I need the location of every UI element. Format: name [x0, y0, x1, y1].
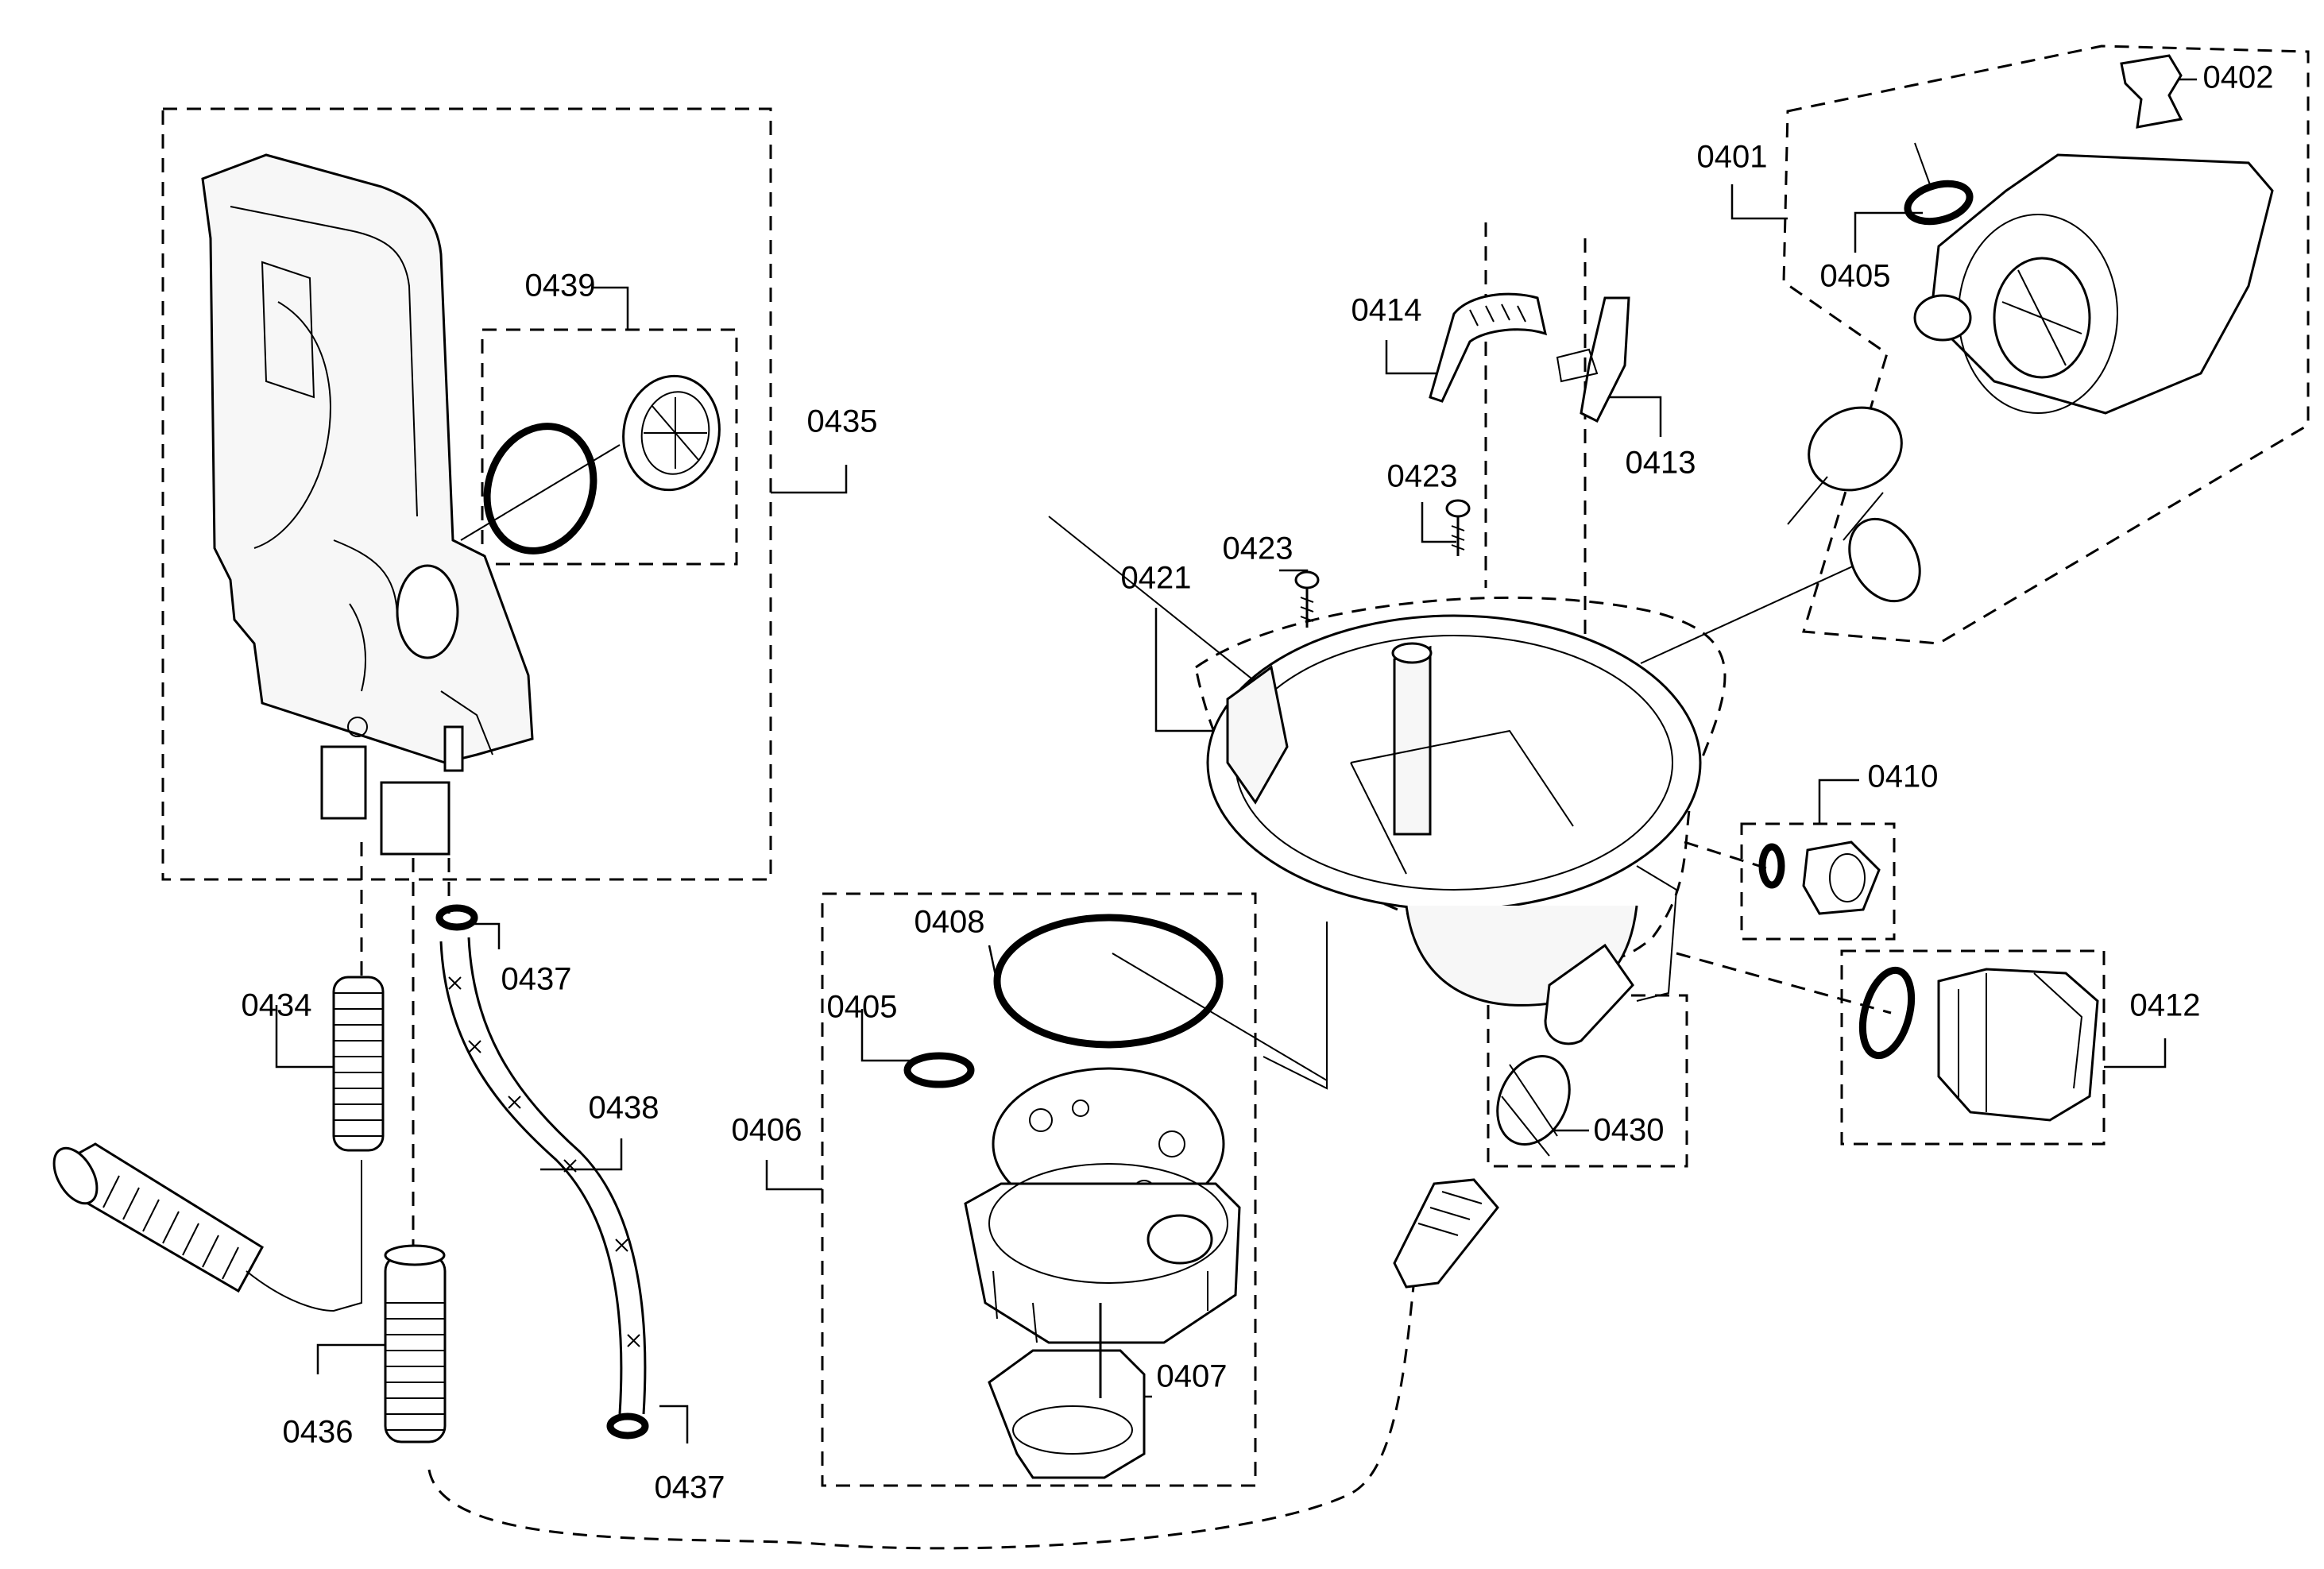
label-0405-pump: 0405: [1820, 259, 1891, 294]
leader-0435: [771, 465, 848, 494]
label-0423-upper: 0423: [1387, 459, 1458, 494]
leader-0439: [592, 286, 629, 330]
label-0439: 0439: [525, 269, 596, 303]
label-0437-lower: 0437: [655, 1470, 725, 1505]
box-0401: [1782, 44, 2310, 645]
group-boxes: [161, 44, 2310, 1487]
leader-0423b: [1421, 502, 1456, 543]
leader-0437a: [465, 922, 501, 949]
leader-0421: [1154, 608, 1228, 732]
part-0407-motor: [988, 1303, 1146, 1479]
part-0434-hose: [332, 976, 385, 1152]
label-0402: 0402: [2203, 60, 2274, 95]
label-0407: 0407: [1157, 1359, 1228, 1394]
leader-0405a: [860, 1009, 912, 1062]
box-0435: [161, 107, 772, 881]
leader-0414: [1385, 340, 1438, 375]
label-0413: 0413: [1626, 446, 1696, 481]
part-drain-adapter: [52, 1142, 362, 1312]
leader-0410: [1818, 779, 1859, 824]
connector-0410: [1684, 841, 1773, 871]
label-0430: 0430: [1594, 1113, 1665, 1148]
part-0413-latch: [1556, 296, 1630, 423]
label-0437-upper: 0437: [501, 962, 572, 997]
connector-pump: [1640, 555, 1876, 664]
label-0414: 0414: [1351, 293, 1422, 328]
leader-0412: [2104, 1038, 2167, 1069]
part-0437-clamps: [435, 904, 649, 1440]
part-0436-hose: [384, 1244, 447, 1443]
label-0401: 0401: [1697, 140, 1768, 175]
part-labels: 0401 0402 0405 0405 0406 0407 0408 0410 …: [242, 60, 2274, 1505]
box-0421: [1194, 596, 1727, 967]
box-0410: [1740, 822, 1896, 941]
part-0412-heatpump: [1858, 966, 2099, 1122]
label-0438: 0438: [589, 1091, 659, 1126]
leader-0436: [316, 1343, 385, 1374]
part-0406-housing: [903, 914, 1241, 1344]
leader-0413: [1609, 396, 1662, 437]
part-0439-cover: [483, 374, 721, 555]
label-0408: 0408: [915, 905, 985, 940]
part-0430-valve: [1496, 1055, 1571, 1157]
leader-0405b: [1854, 211, 1923, 253]
part-0410-sensor: [1758, 841, 1881, 915]
box-0412: [1840, 949, 2106, 1146]
label-0421: 0421: [1121, 561, 1192, 596]
connector-0406: [1263, 922, 1328, 1090]
label-0412: 0412: [2130, 988, 2201, 1023]
leader-0437b: [659, 1405, 689, 1443]
leader-0406: [765, 1160, 822, 1191]
part-drain-connector: [1393, 1178, 1499, 1289]
part-0414-clip: [1429, 292, 1548, 403]
label-0405-housing: 0405: [827, 990, 898, 1025]
part-0438-hose: [439, 937, 647, 1415]
label-0410: 0410: [1868, 759, 1939, 794]
part-0423-screws: [1294, 499, 1471, 628]
label-0406: 0406: [732, 1113, 802, 1148]
label-0436: 0436: [283, 1415, 354, 1450]
part-0401-pump: [1787, 54, 2274, 603]
connector-hose-loop: [427, 1278, 1416, 1550]
label-0435: 0435: [807, 404, 878, 439]
leader-0434: [275, 1005, 334, 1069]
connector-0412: [1676, 952, 1892, 1014]
box-0439: [481, 328, 738, 566]
leader-0401: [1730, 184, 1788, 220]
part-0435-housing: [201, 153, 534, 856]
label-0434: 0434: [242, 988, 312, 1023]
part-0421-sump: [1206, 614, 1702, 1045]
label-0423-lower: 0423: [1223, 531, 1293, 566]
connector-0408: [1112, 953, 1328, 1081]
